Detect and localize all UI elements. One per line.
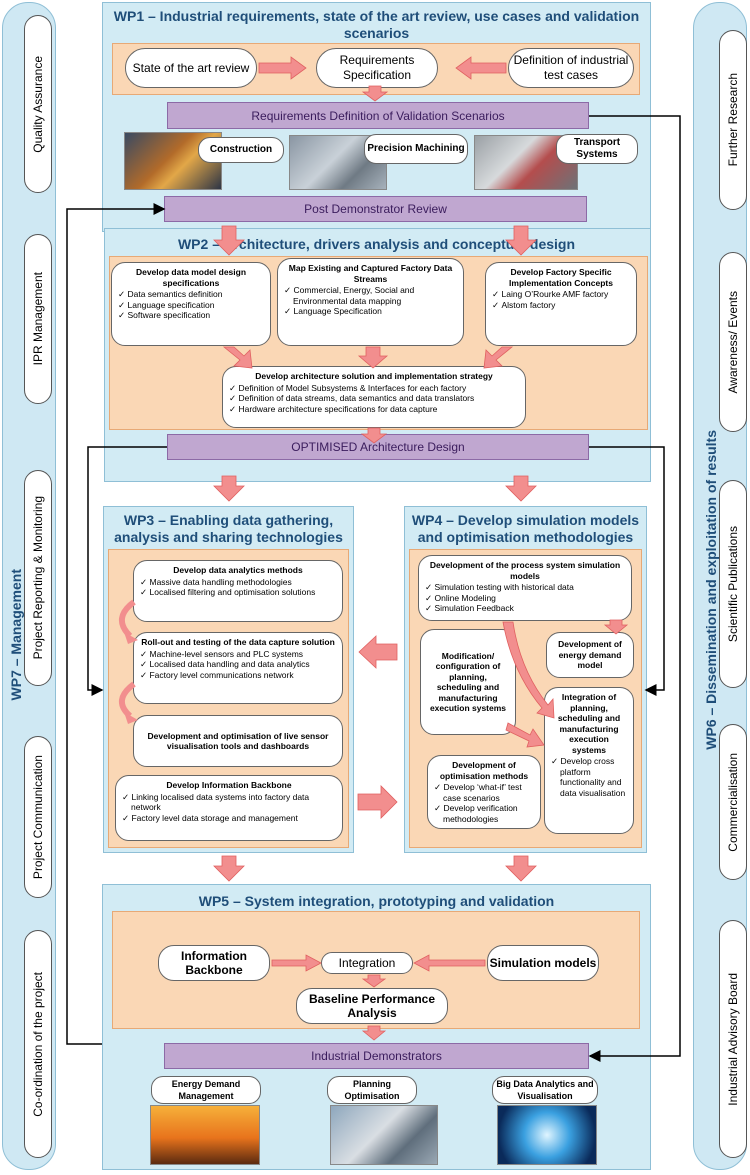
- wp1-construction-label: Construction: [198, 137, 284, 163]
- wp2-optimised-architecture-design: OPTIMISED Architecture Design: [167, 434, 589, 460]
- wp7-project-communication: Project Communication: [24, 736, 52, 898]
- wp7-project-reporting: Project Reporting & Monitoring: [24, 470, 52, 686]
- wp6-industrial-advisory-board: Industrial Advisory Board: [719, 920, 747, 1158]
- arrow-wp3-wp5: [213, 855, 245, 882]
- wp2-factory-concepts-box: Develop Factory Specific Implementation …: [485, 262, 637, 346]
- wp3-analytics-box: Develop data analytics methods Massive d…: [133, 560, 343, 622]
- wp1-requirements: Requirements Specification: [316, 48, 438, 88]
- wp2-data-streams-box: Map Existing and Captured Factory Data S…: [277, 258, 464, 346]
- wp5-title: WP5 – System integration, prototyping an…: [198, 893, 555, 909]
- arrow-wp3-wp4: [357, 785, 398, 819]
- wp7-quality-assurance: Quality Assurance: [24, 15, 52, 193]
- wp7-coordination: Co-ordination of the project: [24, 930, 52, 1158]
- wp5-energy-photo: [150, 1105, 260, 1165]
- wp3-rollout-box: Roll-out and testing of the data capture…: [133, 632, 343, 704]
- wp4-energy-demand-box: Development of energy demand model: [546, 632, 634, 678]
- wp1-post-demonstrator-review: Post Demonstrator Review: [164, 196, 587, 222]
- wp1-validation-scenarios: Requirements Definition of Validation Sc…: [167, 102, 589, 129]
- wp2-title: WP2 – Architecture, drivers analysis and…: [177, 236, 576, 252]
- wp5-simulation-models: Simulation models: [487, 945, 599, 981]
- arrow-wp4-wp3: [358, 635, 398, 669]
- wp6-awareness-events: Awareness/ Events: [719, 252, 747, 432]
- wp4-simulation-models-box: Development of the process system simula…: [418, 555, 632, 621]
- wp5-information-backbone: Information Backbone: [158, 945, 270, 981]
- wp5-baseline-performance: Baseline Performance Analysis: [296, 988, 448, 1024]
- wp6-scientific-publications: Scientific Publications: [719, 480, 747, 688]
- wp3-backbone-box: Develop Information Backbone Linking loc…: [115, 775, 343, 841]
- wp5-planning-label: Planning Optimisation: [327, 1076, 417, 1104]
- wp1-transport-label: Transport Systems: [556, 134, 638, 164]
- wp6-commercialisation: Commercialisation: [719, 724, 747, 880]
- wp4-title: WP4 – Develop simulation models and opti…: [411, 512, 640, 545]
- wp5-big-data-label: Big Data Analytics and Visualisation: [492, 1076, 598, 1104]
- wp3-title: WP3 – Enabling data gathering, analysis …: [114, 512, 343, 545]
- wp1-machining-label: Precision Machining: [364, 134, 468, 164]
- wp7-ipr-management: IPR Management: [24, 234, 52, 404]
- wp2-architecture-strategy-box: Develop architecture solution and implem…: [222, 366, 526, 428]
- wp4-modification-box: Modification/ configuration of planning,…: [420, 629, 516, 735]
- wp5-energy-demand-label: Energy Demand Management: [151, 1076, 261, 1104]
- wp5-integration: Integration: [321, 952, 413, 974]
- wp2-data-model-box: Develop data model design specifications…: [111, 262, 271, 346]
- wp6-further-research: Further Research: [719, 30, 747, 210]
- wp3-visualisation-box: Development and optimisation of live sen…: [133, 715, 343, 767]
- arrow-wp4-wp5: [505, 855, 537, 882]
- wp5-industrial-demonstrators: Industrial Demonstrators: [164, 1043, 589, 1069]
- wp5-big-data-photo: [497, 1105, 597, 1165]
- wp1-test-cases: Definition of industrial test cases: [508, 48, 634, 88]
- wp5-planning-photo: [330, 1105, 438, 1165]
- wp4-integration-box: Integration of planning, scheduling and …: [544, 687, 634, 834]
- wp1-state-of-art: State of the art review: [125, 48, 257, 88]
- wp4-optimisation-box: Development of optimisation methods Deve…: [427, 755, 541, 829]
- wp1-title: WP1 – Industrial requirements, state of …: [113, 8, 640, 41]
